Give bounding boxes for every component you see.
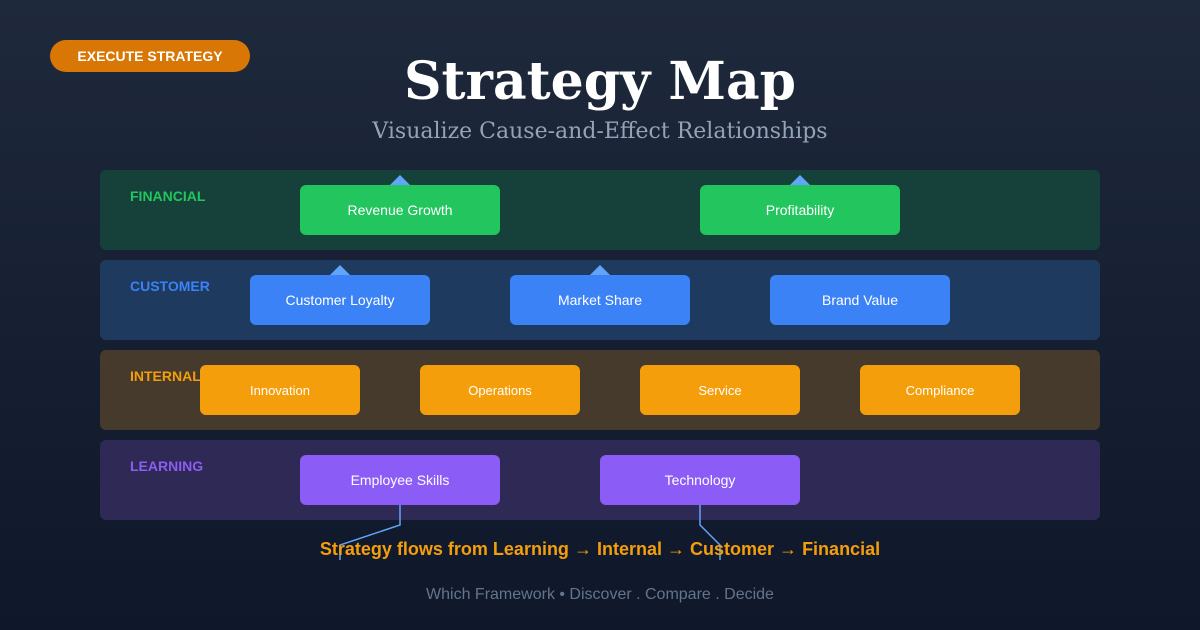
revenue-growth-box: Revenue Growth: [300, 185, 500, 235]
arrow-right-icon: →: [667, 539, 685, 559]
learning-layer-label: LEARNING: [130, 458, 204, 474]
page-title: Strategy Map: [403, 51, 797, 112]
flow-description: Strategy flows from Learning → Internal …: [0, 538, 1200, 560]
flow-text-learning: Strategy flows from Learning: [319, 539, 569, 559]
arrow-up-icon: [390, 175, 410, 185]
profitability-box: Profitability: [700, 185, 900, 235]
service-box: Service: [640, 365, 800, 415]
technology-box: Technology: [600, 455, 800, 505]
arrow-right-icon: →: [779, 539, 798, 559]
operations-box: Operations: [420, 365, 580, 415]
innovation-box: Innovation: [200, 365, 360, 415]
employee-skills-box: Employee Skills: [300, 455, 500, 505]
flow-text-financial: Financial: [802, 539, 881, 559]
brand-value-box: Brand Value: [770, 275, 950, 325]
internal-layer-label: INTERNAL: [130, 368, 201, 384]
arrow-right-icon: →: [573, 539, 592, 559]
customer-layer-label: CUSTOMER: [130, 278, 210, 294]
execute-strategy-badge: EXECUTE STRATEGY: [50, 40, 250, 72]
customer-loyalty-box: Customer Loyalty: [250, 275, 430, 325]
compliance-box: Compliance: [860, 365, 1020, 415]
footer-text: Which Framework • Discover . Compare . D…: [426, 586, 774, 603]
financial-layer-label: FINANCIAL: [130, 188, 206, 204]
financial-layer: FINANCIAL: [100, 170, 1100, 250]
page-subtitle: Visualize Cause-and-Effect Relationships: [372, 119, 828, 144]
flow-text-customer: Customer: [690, 539, 775, 559]
arrow-up-icon: [790, 175, 810, 185]
flow-text-internal: Internal: [596, 539, 662, 559]
arrow-up-icon: [330, 265, 350, 275]
arrow-up-icon: [590, 265, 610, 275]
market-share-box: Market Share: [510, 275, 690, 325]
